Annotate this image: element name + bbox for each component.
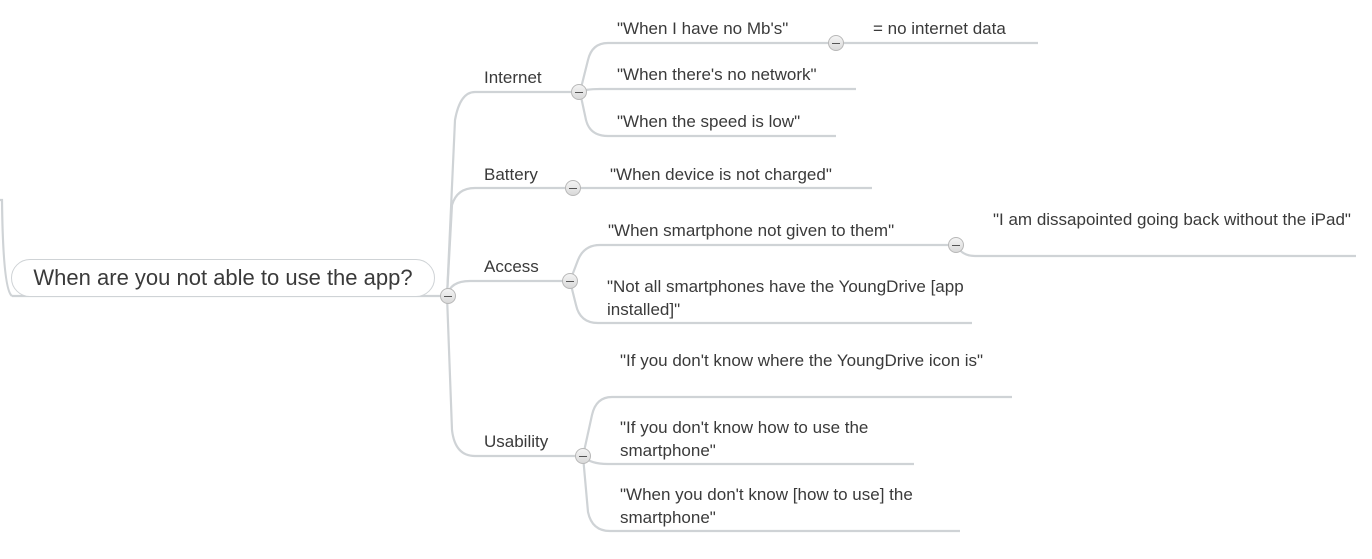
branch-internet[interactable]: Internet (484, 68, 542, 87)
connector-internet (445, 90, 580, 297)
connector-access (445, 279, 570, 297)
connector-not-installed (568, 280, 972, 325)
topic-no-mbs[interactable]: "When I have no Mb's" (617, 19, 789, 38)
branch-usability[interactable]: Usability (484, 432, 549, 451)
battery-collapse-button[interactable] (565, 180, 581, 196)
topic-how-use[interactable]: "If you don't know how to use the smartp… (620, 418, 869, 460)
connector-dont-know (581, 455, 960, 533)
internet-collapse-button[interactable] (571, 84, 587, 100)
branch-battery[interactable]: Battery (484, 165, 538, 184)
topic-speed-low[interactable]: "When the speed is low" (617, 112, 801, 131)
access-collapse-button[interactable] (562, 273, 578, 289)
no-mbs-collapse-button[interactable] (828, 35, 844, 51)
branch-access[interactable]: Access (484, 257, 539, 276)
connector-speed-low (578, 91, 836, 138)
connector-note-ipad (955, 244, 1356, 258)
topic-no-network[interactable]: "When there's no network" (617, 65, 817, 84)
topic-not-charged[interactable]: "When device is not charged" (610, 165, 832, 184)
usability-collapse-button[interactable] (575, 448, 591, 464)
topic-not-given[interactable]: "When smartphone not given to them" (608, 221, 895, 240)
topic-not-installed[interactable]: "Not all smartphones have the YoungDrive… (607, 277, 964, 319)
connector-battery (445, 186, 572, 297)
topic-icon-where[interactable]: "If you don't know where the YoungDrive … (620, 351, 984, 370)
topic-note-ipad[interactable]: "I am dissapointed going back without th… (993, 210, 1351, 229)
connector-icon-where (581, 395, 1012, 457)
root-topic[interactable]: When are you not able to use the app? (11, 259, 435, 297)
topic-dont-know[interactable]: "When you don't know [how to use] the sm… (620, 485, 913, 527)
connector-usability (445, 295, 583, 458)
topic-note-no-data[interactable]: = no internet data (873, 19, 1006, 38)
root-collapse-button[interactable] (440, 288, 456, 304)
connector-no-mbs (578, 41, 836, 93)
connector-no-network (579, 87, 856, 93)
root-left-connector (0, 198, 13, 297)
root-topic-label: When are you not able to use the app? (33, 265, 413, 290)
connector-not-given (568, 243, 956, 282)
not-given-collapse-button[interactable] (948, 237, 964, 253)
